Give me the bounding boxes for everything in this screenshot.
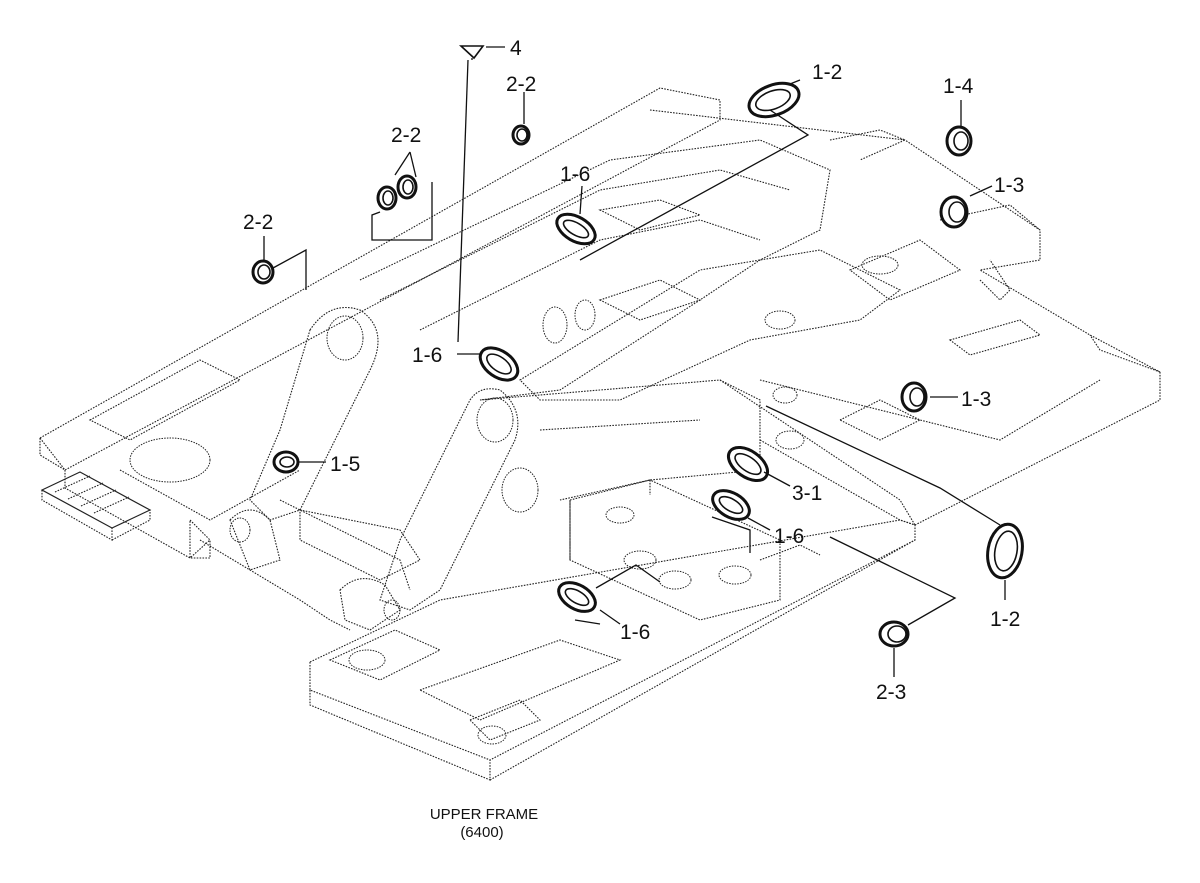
part-3-1-grommet[interactable] [723, 441, 774, 488]
parts [251, 45, 1027, 648]
callout-1-3-low[interactable]: 1-3 [961, 388, 991, 411]
callout-1-2-top[interactable]: 1-2 [812, 61, 842, 84]
callout-1-6-bottom[interactable]: 1-6 [620, 621, 650, 644]
callout-2-2-left[interactable]: 2-2 [243, 211, 273, 234]
part-2-3-grommet[interactable] [878, 620, 910, 648]
part-1-3-grommet-low[interactable] [900, 381, 928, 413]
callout-1-6-low[interactable]: 1-6 [774, 525, 804, 548]
callout-1-2-low[interactable]: 1-2 [990, 608, 1020, 631]
part-1-6-grommet-top[interactable] [552, 208, 600, 250]
callout-2-2-top[interactable]: 2-2 [506, 73, 536, 96]
part-1-2-grommet-low[interactable] [984, 521, 1027, 580]
part-1-3-grommet-right[interactable] [939, 195, 969, 229]
part-1-4-grommet[interactable] [945, 125, 973, 157]
part-2-2-grommet-left[interactable] [251, 259, 275, 285]
callout-1-6-top[interactable]: 1-6 [560, 163, 590, 186]
callout-4[interactable]: 4 [510, 37, 522, 60]
part-4-plug[interactable] [458, 45, 485, 60]
part-1-2-grommet-top[interactable] [744, 77, 803, 123]
caption-code: (6400) [460, 824, 503, 841]
part-1-6-grommet-low[interactable] [708, 485, 755, 526]
callout-labels: 4 1-2 2-2 1-4 2-2 1-6 1-3 2-2 1-6 1-3 1-… [243, 37, 1024, 704]
part-2-2-grommet-pair[interactable] [376, 174, 418, 211]
upper-frame-drawing [39, 87, 1161, 781]
callout-3-1[interactable]: 3-1 [792, 482, 822, 505]
part-1-5-grommet[interactable] [272, 450, 300, 474]
callout-1-5[interactable]: 1-5 [330, 453, 360, 476]
callout-2-3[interactable]: 2-3 [876, 681, 906, 704]
callout-2-2-mid[interactable]: 2-2 [391, 124, 421, 147]
caption-title: UPPER FRAME [430, 806, 538, 823]
part-2-2-grommet-top[interactable] [511, 124, 531, 146]
part-1-6-grommet-mid[interactable] [474, 341, 523, 386]
callout-1-3-right[interactable]: 1-3 [994, 174, 1024, 197]
callout-1-6-mid[interactable]: 1-6 [412, 344, 442, 367]
diagram-caption: UPPER FRAME (6400) [430, 806, 538, 841]
callout-1-4[interactable]: 1-4 [943, 75, 974, 98]
part-1-6-grommet-bottom[interactable] [554, 577, 601, 618]
leader-lines [263, 46, 1006, 677]
